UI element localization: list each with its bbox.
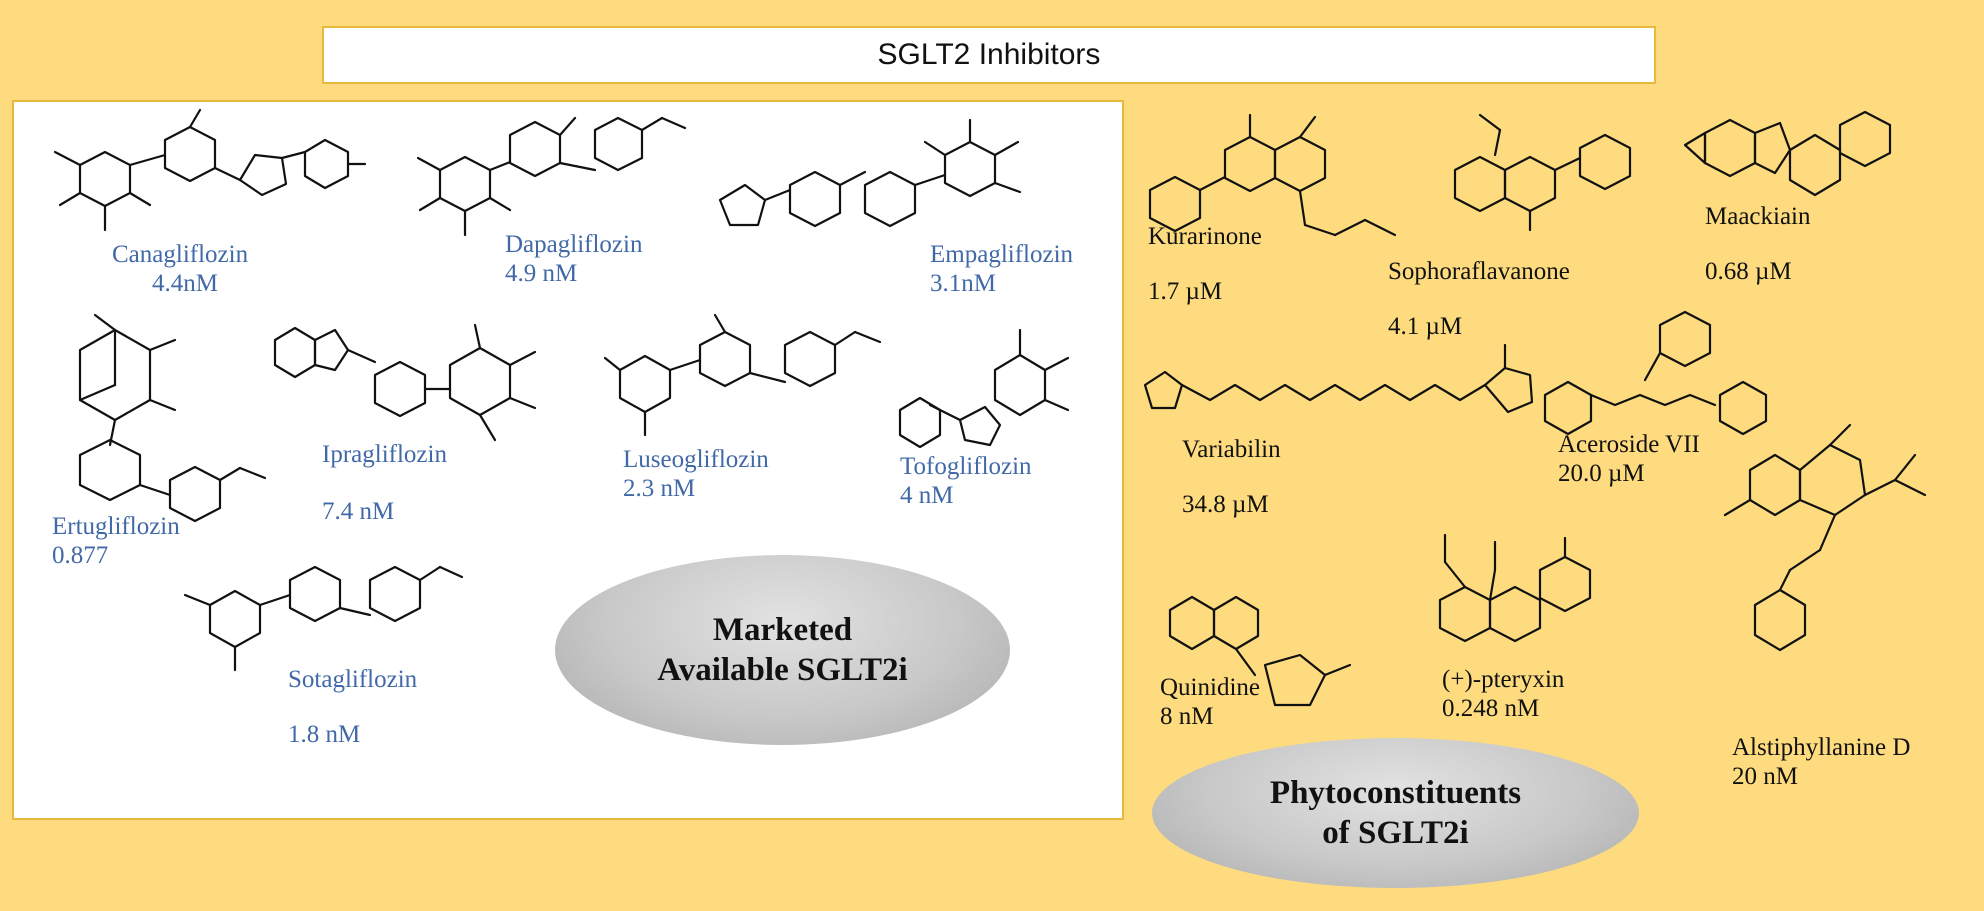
empagliflozin-structure	[718, 118, 1022, 228]
quinidine-structure	[1168, 595, 1352, 707]
ipragliflozin-structure	[273, 323, 537, 442]
tofogliflozin-structure	[898, 328, 1070, 449]
sophoraflavanone-name: Sophoraflavanone	[1388, 258, 1570, 285]
variabilin-name: Variabilin	[1182, 436, 1281, 463]
dapagliflozin-label: Dapagliflozin 4.9 nM	[505, 231, 643, 287]
pteryxin-structure	[1438, 533, 1592, 643]
tofogliflozin-label: Tofogliflozin 4 nM	[900, 453, 1032, 509]
sophoraflavanone-value: 4.1 µM	[1388, 313, 1463, 340]
quinidine-label: Quinidine 8 nM	[1160, 674, 1260, 730]
maackiain-value: 0.68 µM	[1705, 258, 1792, 285]
phyto-heading-line1: Phytoconstituents	[1269, 775, 1522, 811]
phyto-heading-line2: of SGLT2i	[1322, 815, 1469, 851]
ipragliflozin-name: Ipragliflozin	[322, 441, 447, 468]
maackiain-name: Maackiain	[1705, 203, 1811, 230]
luseogliflozin-label: Luseogliflozin 2.3 nM	[623, 446, 769, 502]
dapagliflozin-structure	[416, 116, 687, 237]
aceroside-vii-structure	[1543, 310, 1768, 436]
variabilin-value: 34.8 µM	[1182, 491, 1269, 518]
ertugliflozin-label: Ertugliflozin 0.877	[52, 513, 180, 569]
variabilin-structure	[1143, 343, 1534, 414]
sotagliflozin-structure	[183, 565, 464, 672]
pteryxin-label: (+)-pteryxin 0.248 nM	[1442, 666, 1565, 722]
page-title: SGLT2 Inhibitors	[877, 38, 1101, 71]
kurarinone-structure	[1148, 113, 1397, 237]
aceroside-vii-label: Aceroside VII 20.0 µM	[1558, 431, 1700, 487]
phyto-heading-oval: Phytoconstituents of SGLT2i	[1152, 738, 1639, 888]
canagliflozin-label: Canagliflozin 4.4nM	[112, 241, 249, 297]
maackiain-structure	[1683, 110, 1892, 197]
ertugliflozin-structure	[78, 313, 267, 523]
alstiphyllanine-d-label: Alstiphyllanine D 20 nM	[1732, 734, 1911, 790]
marketed-heading-line2: Available SGLT2i	[657, 652, 908, 688]
sotagliflozin-value: 1.8 nM	[288, 721, 361, 748]
empagliflozin-label: Empagliflozin 3.1nM	[930, 241, 1074, 297]
kurarinone-name: Kurarinone	[1148, 223, 1262, 250]
title-banner: SGLT2 Inhibitors	[322, 26, 1656, 84]
marketed-heading-oval: Marketed Available SGLT2i	[555, 555, 1010, 745]
sophoraflavanone-structure	[1453, 113, 1632, 232]
luseogliflozin-structure	[603, 313, 882, 437]
marketed-heading-line1: Marketed	[712, 612, 853, 648]
sotagliflozin-name: Sotagliflozin	[288, 666, 418, 693]
alstiphyllanine-d-structure	[1723, 423, 1927, 652]
kurarinone-value: 1.7 µM	[1148, 278, 1223, 305]
canagliflozin-structure	[53, 108, 367, 232]
ipragliflozin-value: 7.4 nM	[322, 498, 395, 525]
